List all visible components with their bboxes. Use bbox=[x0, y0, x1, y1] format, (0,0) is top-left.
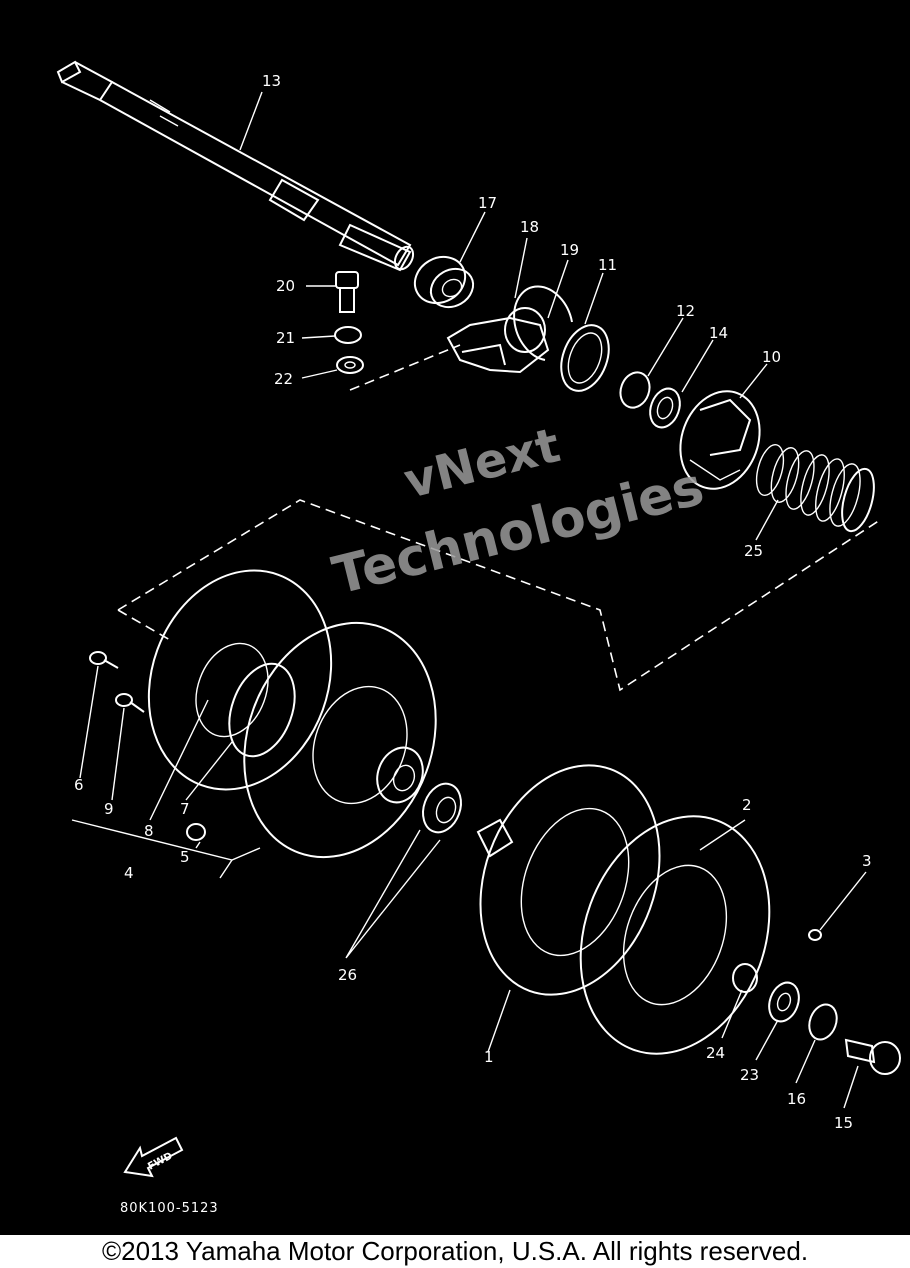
watermark: vNext Technologies bbox=[327, 417, 709, 607]
part-10-cam bbox=[679, 390, 761, 490]
callout-14: 14 bbox=[709, 324, 728, 342]
part-9-bolt bbox=[115, 693, 145, 713]
part-13-shaft bbox=[56, 60, 415, 272]
part-12-washer bbox=[619, 371, 651, 409]
part-15-bolt bbox=[844, 1038, 901, 1075]
callout-11: 11 bbox=[598, 256, 617, 274]
callout-16: 16 bbox=[787, 1090, 806, 1108]
callout-25: 25 bbox=[744, 542, 763, 560]
callout-4: 4 bbox=[124, 864, 134, 882]
callout-8: 8 bbox=[144, 822, 154, 840]
callout-5: 5 bbox=[180, 848, 190, 866]
part-21-washer bbox=[334, 326, 362, 344]
callout-26: 26 bbox=[338, 966, 357, 984]
part-24-collar bbox=[732, 963, 758, 993]
part-14-washer bbox=[649, 387, 681, 429]
part-2-sheave-plate bbox=[579, 815, 771, 1055]
callout-15: 15 bbox=[834, 1114, 853, 1132]
part-6-bolt bbox=[89, 651, 119, 669]
callout-1: 1 bbox=[484, 1048, 494, 1066]
callout-6: 6 bbox=[74, 776, 84, 794]
part-8-fixed-sheave bbox=[147, 569, 333, 791]
callout-20: 20 bbox=[276, 277, 295, 295]
callout-22: 22 bbox=[274, 370, 293, 388]
part-16-washer bbox=[808, 1003, 838, 1041]
callout-12: 12 bbox=[676, 302, 695, 320]
exploded-parts-diagram: 13 17 18 19 11 12 14 10 20 21 22 25 6 9 … bbox=[56, 60, 901, 1216]
part-19-circlip bbox=[513, 285, 573, 361]
callout-2: 2 bbox=[742, 796, 752, 814]
part-25-spring bbox=[755, 443, 875, 533]
part-26-bearings bbox=[422, 782, 462, 834]
callout-18: 18 bbox=[520, 218, 539, 236]
callout-17: 17 bbox=[478, 194, 497, 212]
part-11-ring bbox=[560, 324, 610, 392]
callout-7: 7 bbox=[180, 800, 190, 818]
callout-10: 10 bbox=[762, 348, 781, 366]
part-23-washer bbox=[768, 981, 800, 1023]
diagram-code: 80K100-5123 bbox=[120, 1201, 219, 1216]
copyright-notice: ©2013 Yamaha Motor Corporation, U.S.A. A… bbox=[101, 1236, 809, 1266]
callout-13: 13 bbox=[262, 72, 281, 90]
part-18-bracket bbox=[446, 307, 550, 374]
fwd-label: FWD bbox=[146, 1151, 174, 1173]
part-20-bolt bbox=[335, 271, 359, 313]
parts-diagram-panel: 13 17 18 19 11 12 14 10 20 21 22 25 6 9 … bbox=[0, 0, 910, 1235]
movable-sheave bbox=[243, 621, 437, 859]
leader-lines bbox=[71, 91, 867, 1109]
part-7-sheave-collar bbox=[228, 662, 296, 758]
callout-23: 23 bbox=[740, 1066, 759, 1084]
part-3-screw bbox=[808, 929, 822, 941]
fwd-arrow-icon: FWD bbox=[123, 1136, 184, 1178]
part-22-washer bbox=[336, 356, 364, 374]
callout-labels: 13 17 18 19 11 12 14 10 20 21 22 25 6 9 … bbox=[74, 72, 872, 1132]
part-17-bearing bbox=[413, 255, 475, 309]
callout-9: 9 bbox=[104, 800, 114, 818]
callout-3: 3 bbox=[862, 852, 872, 870]
part-1-spider bbox=[476, 764, 661, 996]
part-5-nut bbox=[186, 823, 206, 841]
callout-24: 24 bbox=[706, 1044, 725, 1062]
callout-19: 19 bbox=[560, 241, 579, 259]
callout-21: 21 bbox=[276, 329, 295, 347]
